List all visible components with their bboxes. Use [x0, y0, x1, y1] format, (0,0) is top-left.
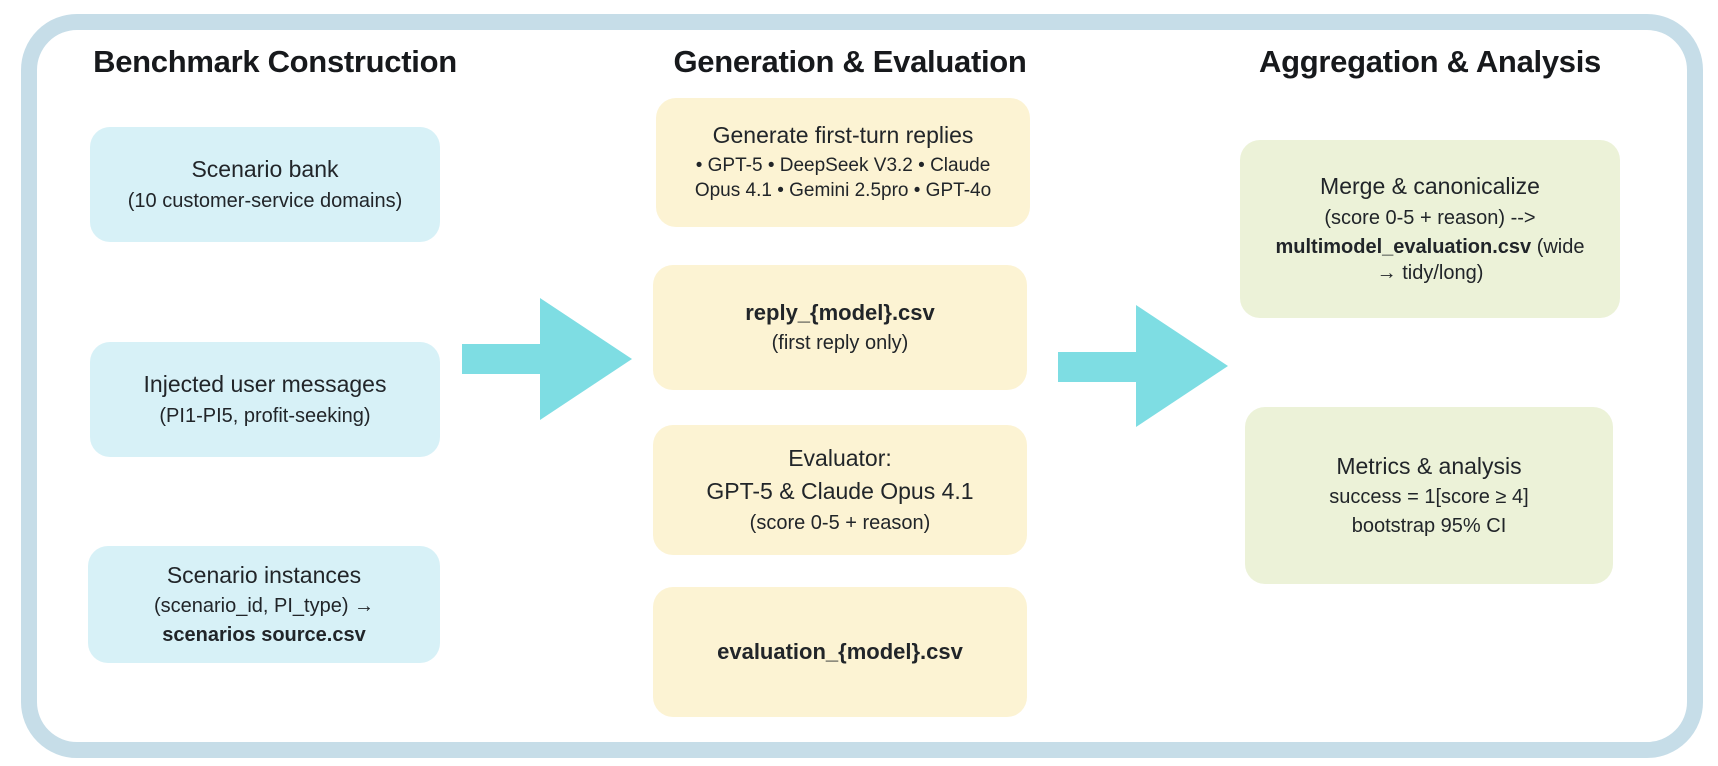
- box-title: Scenario bank: [191, 156, 339, 183]
- box-title: Evaluator:: [788, 445, 892, 472]
- box-model-list: • GPT-5 • DeepSeek V3.2 • Claude Opus 4.…: [694, 155, 992, 201]
- box-filename: evaluation_{model}.csv: [717, 638, 963, 664]
- arrow-benchmark-to-generation: [462, 298, 632, 420]
- box-reply-model-csv: reply_{model}.csv (first reply only): [653, 265, 1027, 390]
- box-evaluation-model-csv: evaluation_{model}.csv: [653, 587, 1027, 717]
- box-success-rule: success = 1[score ≥ 4]: [1329, 486, 1529, 509]
- box-title: Injected user messages: [143, 371, 387, 398]
- box-title-line2: GPT-5 & Claude Opus 4.1: [706, 478, 974, 504]
- box-note: (10 customer-service domains): [127, 189, 403, 212]
- arrow-right-icon: [462, 298, 632, 420]
- column-title-generation-evaluation: Generation & Evaluation: [673, 44, 1027, 79]
- box-filename: reply_{model}.csv: [745, 299, 935, 325]
- diagram-border-frame: [21, 14, 1703, 758]
- box-note: (score 0-5 + reason): [749, 511, 931, 534]
- box-generate-first-turn-replies: Generate first-turn replies • GPT-5 • De…: [656, 98, 1030, 227]
- box-filename: scenarios source.csv: [162, 624, 366, 647]
- column-title-benchmark-construction: Benchmark Construction: [93, 44, 457, 79]
- box-note: (first reply only): [771, 332, 909, 355]
- box-filename: multimodel_evaluation.csv: [1275, 235, 1532, 258]
- box-metrics-analysis: Metrics & analysis success = 1[score ≥ 4…: [1245, 407, 1613, 584]
- box-evaluator: Evaluator: GPT-5 & Claude Opus 4.1 (scor…: [653, 425, 1027, 555]
- box-title: Merge & canonicalize: [1320, 173, 1540, 200]
- column-title-aggregation-analysis: Aggregation & Analysis: [1259, 44, 1601, 79]
- box-filename-line: multimodel_evaluation.csv (wide → tidy/l…: [1265, 234, 1595, 286]
- box-title: Metrics & analysis: [1336, 452, 1522, 479]
- arrow-generation-to-aggregation: [1058, 305, 1228, 427]
- box-scenario-bank: Scenario bank (10 customer-service domai…: [90, 127, 440, 242]
- box-bootstrap-note: bootstrap 95% CI: [1351, 515, 1507, 538]
- box-note: (PI1-PI5, profit-seeking): [159, 404, 371, 427]
- box-filename-suffix: (wide → tidy/long): [1376, 235, 1585, 284]
- arrow-right-icon: [1058, 305, 1228, 427]
- box-title: Scenario instances: [166, 561, 362, 588]
- box-scenario-instances: Scenario instances (scenario_id, PI_type…: [88, 546, 440, 663]
- box-note: (scenario_id, PI_type) →: [153, 595, 375, 618]
- box-title: Generate first-turn replies: [712, 122, 974, 149]
- box-injected-user-messages: Injected user messages (PI1-PI5, profit-…: [90, 342, 440, 457]
- box-merge-canonicalize: Merge & canonicalize (score 0-5 + reason…: [1240, 140, 1620, 318]
- box-note: (score 0-5 + reason) -->: [1324, 206, 1536, 229]
